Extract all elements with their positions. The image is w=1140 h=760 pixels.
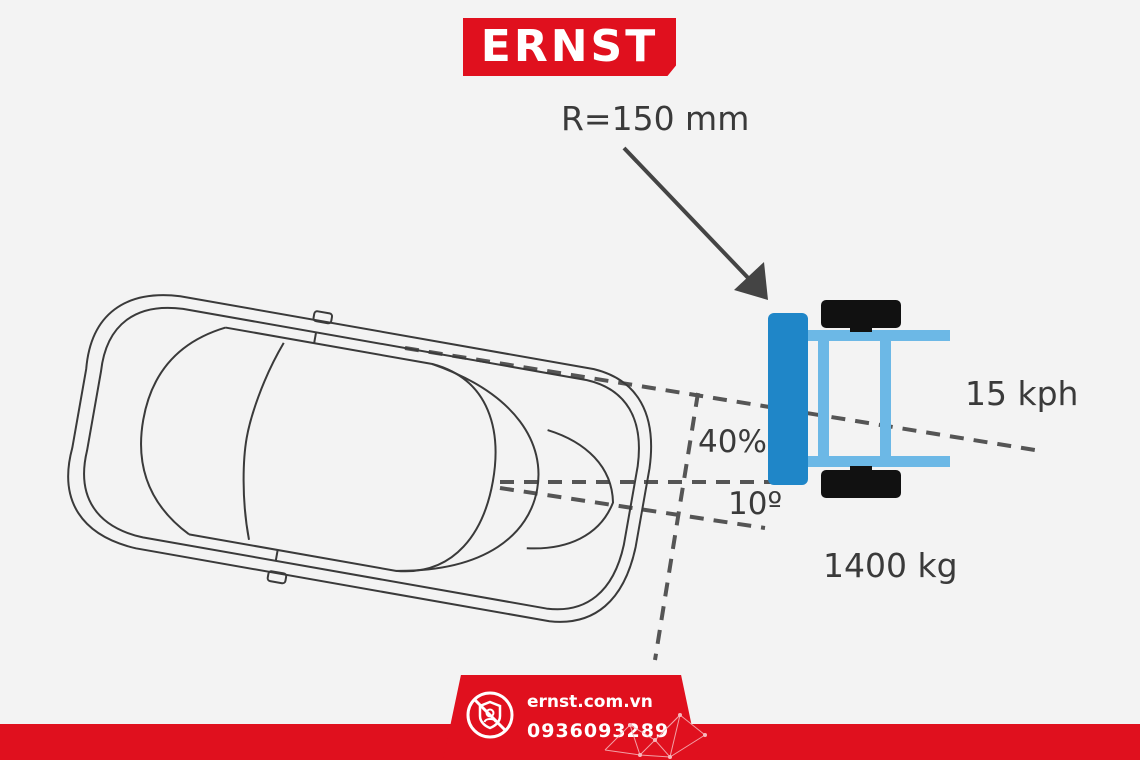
radius-label: R=150 mm xyxy=(561,99,750,138)
frame-front-beam xyxy=(818,330,829,467)
angle-line xyxy=(499,486,766,530)
guide-lines xyxy=(404,346,1036,661)
mirror-right xyxy=(266,570,288,585)
barrier-face xyxy=(768,313,808,485)
radius-arrow-head xyxy=(734,262,768,300)
windshield xyxy=(395,363,540,572)
rear-window xyxy=(140,326,226,536)
car-body-inner xyxy=(83,306,640,611)
footer-contact-tab xyxy=(443,675,699,760)
car-outline xyxy=(67,294,653,623)
wheel-bottom xyxy=(821,470,901,498)
frame-top-rail xyxy=(805,330,950,341)
logo-text: ERNST xyxy=(480,21,659,72)
axle-bottom xyxy=(850,466,872,472)
frame-rear-beam xyxy=(880,330,891,467)
trolley-frame xyxy=(805,330,950,467)
overlap-label: 40% xyxy=(698,424,767,460)
car-body xyxy=(67,294,653,623)
shield-user-icon xyxy=(466,691,514,739)
door-seam-left xyxy=(313,332,318,344)
ernst-logo: ERNST xyxy=(463,18,676,76)
axle-top xyxy=(850,326,872,332)
vehicle-width-line xyxy=(653,392,700,661)
frame-bottom-rail xyxy=(805,456,950,467)
mass-label: 1400 kg xyxy=(823,546,958,585)
contact-website[interactable]: ernst.com.vn xyxy=(527,692,653,712)
wheel-top xyxy=(821,300,901,328)
hood-line xyxy=(526,429,615,550)
radius-arrow-shaft xyxy=(622,146,754,284)
angle-label: 10º xyxy=(728,486,783,522)
trolley-wheels xyxy=(821,300,901,498)
decorative-mesh xyxy=(604,713,707,759)
overlap-line-upper xyxy=(404,346,1036,452)
speed-label: 15 kph xyxy=(965,374,1079,413)
door-seam-right xyxy=(274,549,279,561)
rear-seat-line xyxy=(242,342,285,541)
mirror-left xyxy=(312,310,334,325)
roof-outline xyxy=(188,326,497,573)
